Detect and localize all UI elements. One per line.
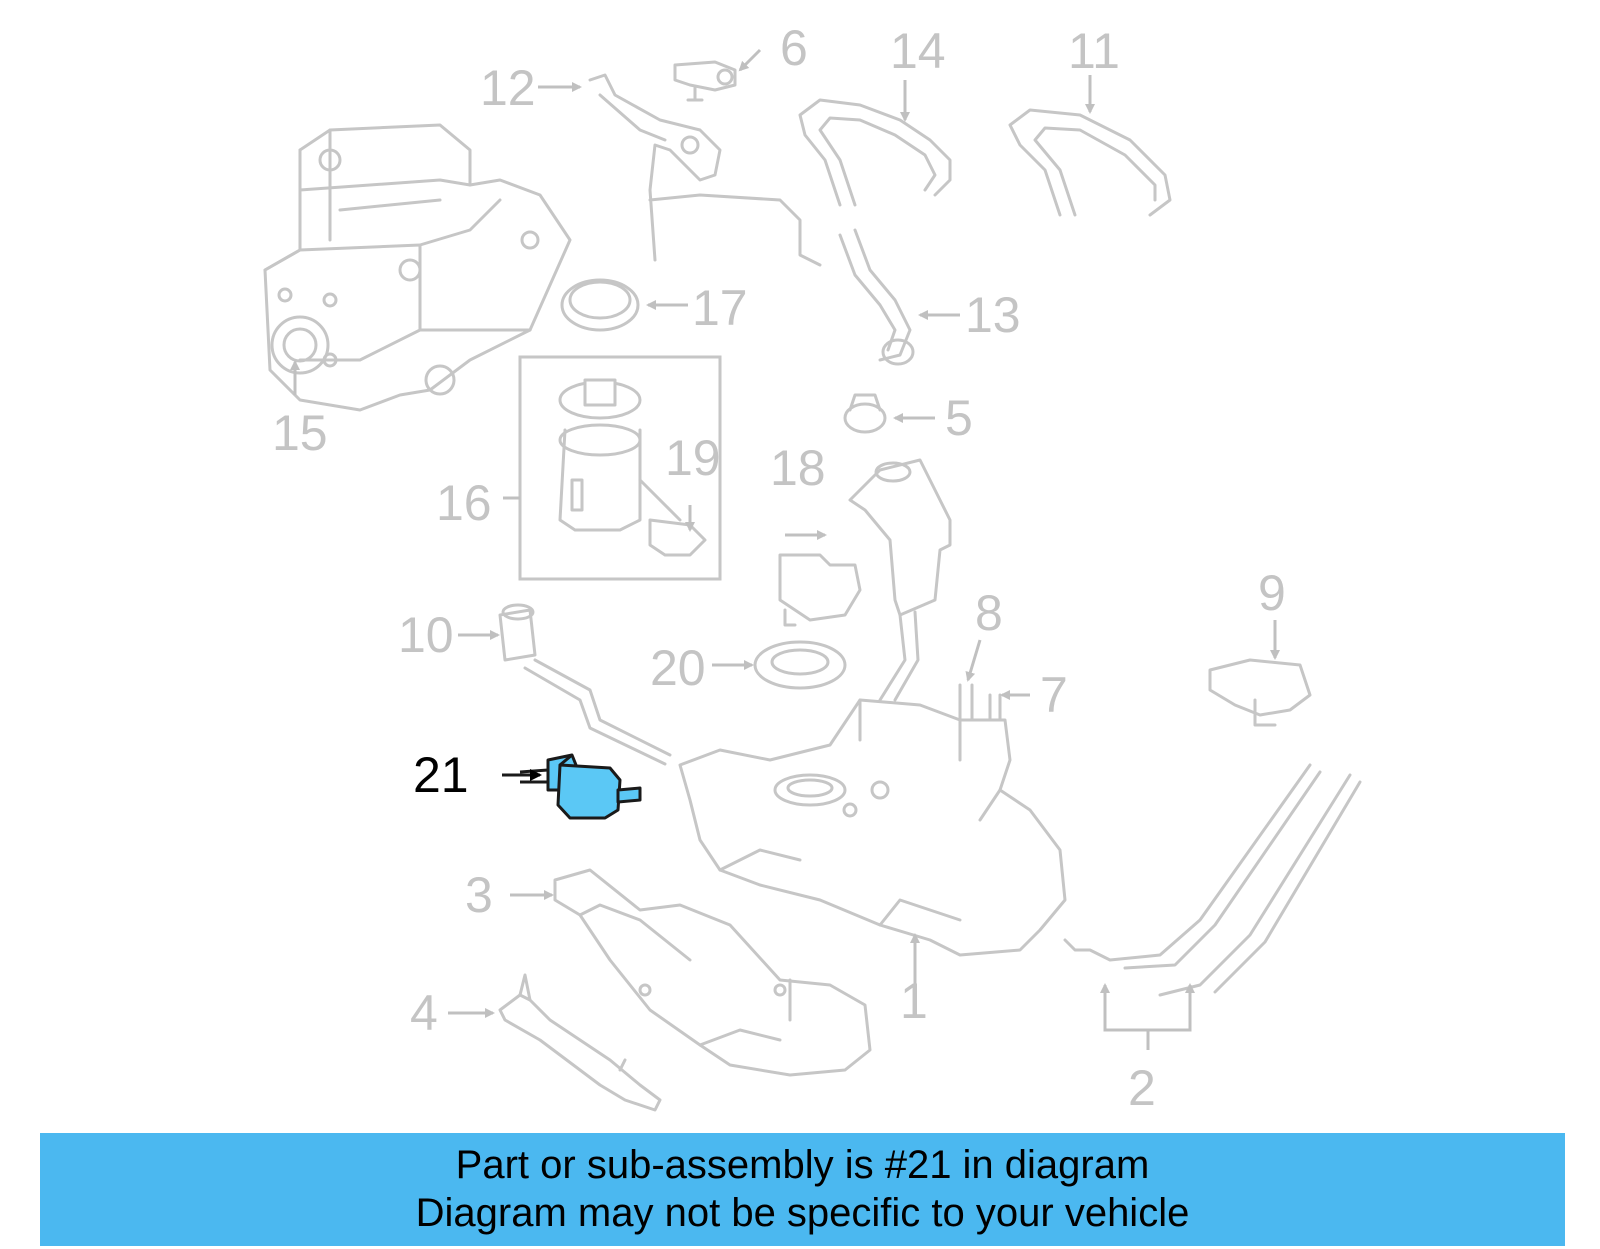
part-15-injection-pump (263, 123, 572, 412)
callout-20: 20 (650, 640, 706, 696)
callout-7: 7 (1040, 667, 1068, 723)
callout-5: 5 (945, 390, 973, 446)
callout-18: 18 (770, 440, 826, 496)
part-20-ring (712, 640, 847, 690)
callout-8: 8 (975, 585, 1003, 641)
part-21-fuel-filter-highlighted[interactable] (502, 753, 642, 820)
part-17-seal-ring (560, 278, 688, 332)
callout-6: 6 (780, 20, 808, 76)
callout-3: 3 (465, 867, 493, 923)
callout-1: 1 (900, 973, 928, 1029)
callout-15: 15 (272, 405, 328, 461)
callout-2: 2 (1128, 1060, 1156, 1116)
caption-line-2: Diagram may not be specific to your vehi… (415, 1191, 1190, 1235)
part-16-pump-module (503, 355, 722, 581)
caption-bar: Part or sub-assembly is #21 in diagram D… (40, 1133, 1565, 1246)
caption-line-1: Part or sub-assembly is #21 in diagram (455, 1143, 1150, 1187)
callout-11: 11 (1068, 23, 1120, 79)
callout-17: 17 (692, 280, 748, 336)
part-18-bracket (778, 530, 862, 627)
callout-labels: 1 2 3 4 5 6 7 8 9 10 11 12 13 14 15 16 1… (272, 20, 1286, 1116)
part-5-cap (843, 393, 935, 434)
part-2-straps (1063, 763, 1362, 1050)
callout-19: 19 (665, 430, 721, 486)
callout-21: 21 (413, 747, 469, 803)
callout-13: 13 (965, 287, 1021, 343)
callout-16: 16 (436, 475, 492, 531)
part-4-bracket (448, 973, 662, 1112)
part-14-hose (798, 80, 952, 207)
part-1-fuel-tank (678, 698, 1067, 985)
part-6-connector (673, 48, 762, 102)
callout-9: 9 (1258, 565, 1286, 621)
part-13-hose (838, 228, 960, 366)
callout-14: 14 (890, 23, 946, 79)
part-11-hose (1008, 75, 1172, 217)
part-10-filter-line (458, 603, 672, 766)
filler-neck (848, 458, 952, 702)
callout-12: 12 (480, 60, 536, 116)
part-12-fuel-line (538, 73, 822, 267)
part-9-bracket (1208, 620, 1312, 727)
callout-4: 4 (410, 985, 438, 1041)
callout-10: 10 (398, 607, 454, 663)
part-3-heat-shield (510, 868, 872, 1077)
